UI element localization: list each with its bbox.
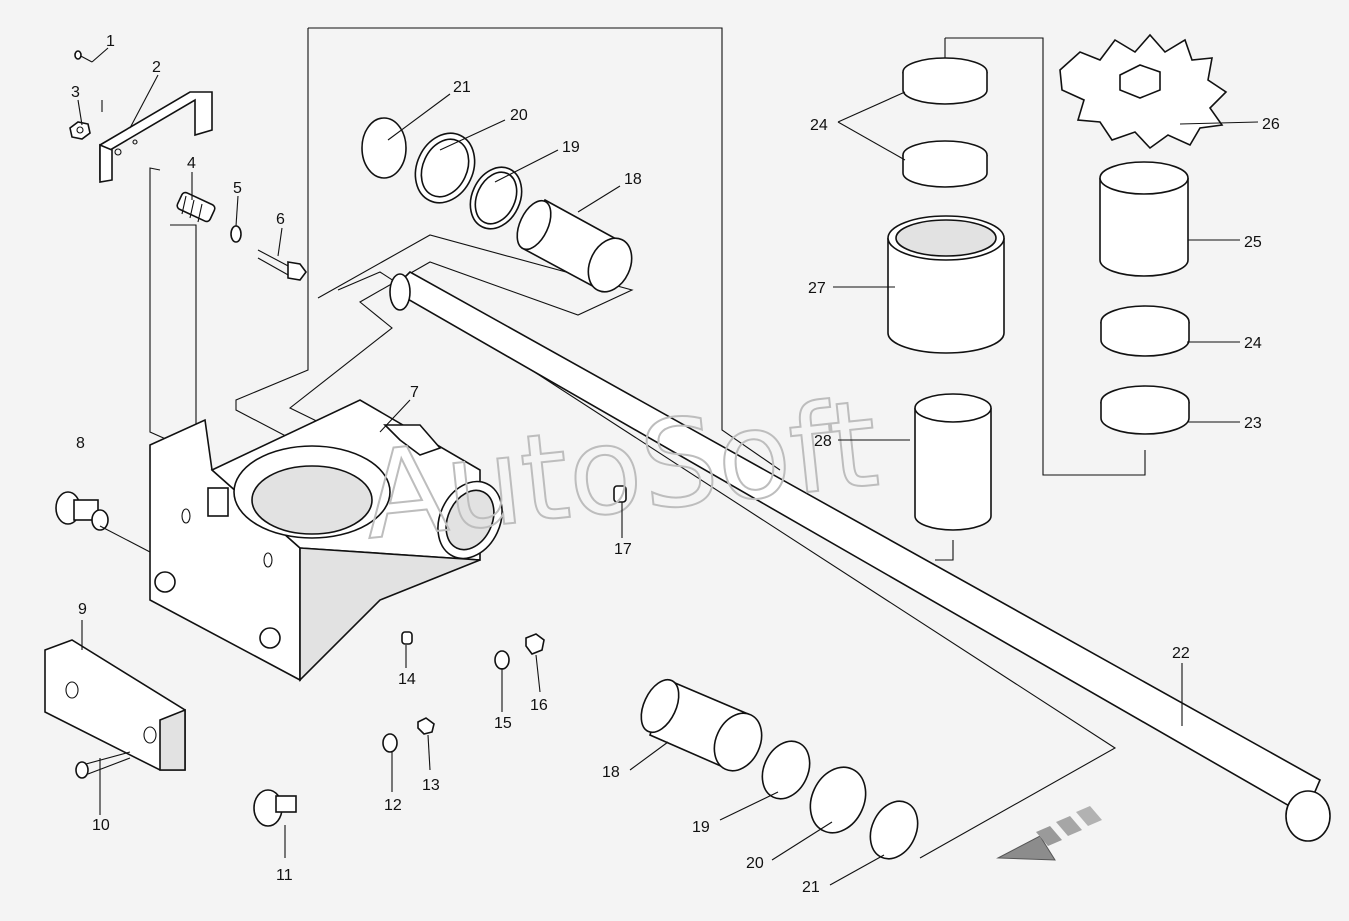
- callout-3: 3: [71, 84, 80, 101]
- screw-14: [401, 631, 413, 645]
- spring-4: [176, 191, 216, 223]
- callout-25: 25: [1244, 234, 1262, 251]
- nut-13: [417, 717, 435, 735]
- callout-4: 4: [187, 155, 196, 172]
- callout-9: 9: [78, 601, 87, 618]
- callout-20-lower: 20: [746, 855, 764, 872]
- callout-13: 13: [422, 777, 440, 794]
- bracket-housing: [149, 399, 503, 682]
- callout-7: 7: [410, 384, 419, 401]
- callout-24-lower: 24: [1244, 335, 1262, 352]
- callout-19-lower: 19: [692, 819, 710, 836]
- callout-2: 2: [152, 59, 161, 76]
- callout-5: 5: [233, 180, 242, 197]
- sleeve-25: [1099, 161, 1189, 277]
- assembly-frame-lines: [101, 27, 1146, 859]
- sprocket-26: [1059, 33, 1228, 150]
- lower-bearing-set: [640, 678, 919, 860]
- callout-17: 17: [614, 541, 632, 558]
- knob-8: [55, 491, 109, 531]
- upper-bearing-set: [361, 117, 633, 293]
- shaft-22: [389, 271, 1331, 842]
- ring-24-upper: [902, 57, 988, 105]
- ring-24-middle: [902, 140, 988, 188]
- callout-20-upper: 20: [510, 107, 528, 124]
- knob-11: [253, 789, 297, 827]
- callout-18-upper: 18: [624, 171, 642, 188]
- nut-16: [525, 633, 545, 655]
- screw-10: [75, 751, 131, 779]
- bolt-6: [257, 249, 307, 281]
- nut-3: [69, 121, 91, 140]
- washer-15: [494, 650, 510, 670]
- ring-23: [1100, 385, 1190, 435]
- callout-labels: 1 2 3 4 5 6 7 8 9 10 11 12 13 14 15 16 1…: [71, 33, 1280, 896]
- callout-27: 27: [808, 280, 826, 297]
- callout-12: 12: [384, 797, 402, 814]
- callout-14: 14: [398, 671, 416, 688]
- callout-1: 1: [106, 33, 115, 50]
- fitting-17: [613, 485, 627, 503]
- callout-18-lower: 18: [602, 764, 620, 781]
- leader-lines: [77, 47, 1259, 886]
- callout-10: 10: [92, 817, 110, 834]
- watermark-text: AutoSoft: [357, 375, 884, 567]
- pin-1: [74, 50, 93, 63]
- callout-15: 15: [494, 715, 512, 732]
- callout-22: 22: [1172, 645, 1190, 662]
- callout-21-upper: 21: [453, 79, 471, 96]
- bushing-28: [914, 393, 992, 531]
- washer-5: [230, 225, 242, 243]
- callout-16: 16: [530, 697, 548, 714]
- callout-6: 6: [276, 211, 285, 228]
- callout-8: 8: [76, 435, 85, 452]
- ring-24-lower: [1100, 305, 1190, 357]
- callout-26: 26: [1262, 116, 1280, 133]
- callout-19-upper: 19: [562, 139, 580, 156]
- lever-plate-2: [99, 91, 213, 183]
- callout-11: 11: [276, 867, 293, 884]
- callout-21-lower: 21: [802, 879, 820, 896]
- callout-24-upper: 24: [810, 117, 828, 134]
- plate-9: [44, 639, 186, 771]
- callout-28: 28: [814, 433, 832, 450]
- direction-arrow-icon: [996, 806, 1102, 861]
- sleeve-27: [887, 215, 1005, 354]
- washer-12: [382, 733, 398, 753]
- callout-23: 23: [1244, 415, 1262, 432]
